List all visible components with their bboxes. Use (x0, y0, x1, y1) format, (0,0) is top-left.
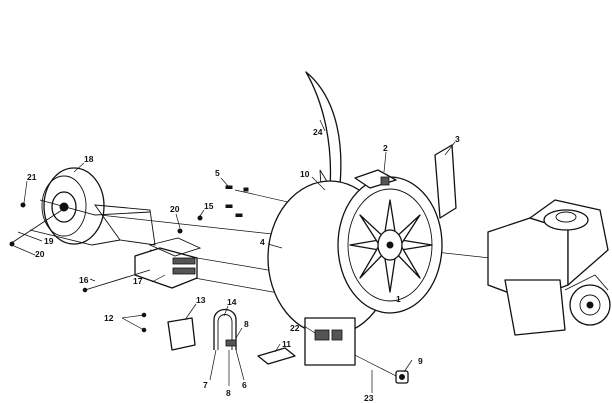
callout-22: 22 (290, 323, 300, 333)
engine (487, 199, 611, 336)
bolt (84, 269, 151, 291)
callout-5: 5 (215, 168, 220, 178)
wheel-axle (9, 209, 63, 245)
callout-labels: 18 21 19 20 16 17 20 15 5 4 10 24 2 3 1 … (27, 127, 460, 403)
callout-13: 13 (196, 295, 206, 305)
callout-4: 4 (260, 237, 265, 247)
callout-7: 7 (203, 380, 208, 390)
callout-19: 19 (44, 236, 54, 246)
callout-18: 18 (84, 154, 94, 164)
callout-20-left: 20 (35, 249, 45, 259)
callout-12: 12 (104, 313, 114, 323)
callout-9: 9 (418, 356, 423, 366)
blower-housing (267, 169, 443, 366)
callout-17: 17 (133, 276, 143, 286)
callout-23: 23 (364, 393, 374, 403)
callout-1: 1 (396, 294, 401, 304)
discharge-flap (434, 144, 457, 219)
adjustment-knob (395, 370, 409, 384)
callout-15: 15 (204, 201, 214, 211)
callout-10: 10 (300, 169, 310, 179)
callout-8-lower: 8 (226, 388, 231, 398)
callout-14: 14 (227, 297, 237, 307)
handle-bracket (82, 237, 202, 293)
callout-2: 2 (383, 143, 388, 153)
callout-3: 3 (455, 134, 460, 144)
callout-6: 6 (242, 380, 247, 390)
mounting-base (304, 317, 356, 366)
lower-brackets (167, 308, 296, 365)
hardware (141, 185, 249, 333)
wheel-assembly (9, 167, 156, 247)
leader-lines (13, 119, 456, 393)
callout-16: 16 (79, 275, 89, 285)
callout-24: 24 (313, 127, 323, 137)
outlet-flange (354, 169, 397, 189)
callout-20-top: 20 (170, 204, 180, 214)
callout-8-upper: 8 (244, 319, 249, 329)
callout-21: 21 (27, 172, 37, 182)
callout-11: 11 (282, 339, 291, 349)
